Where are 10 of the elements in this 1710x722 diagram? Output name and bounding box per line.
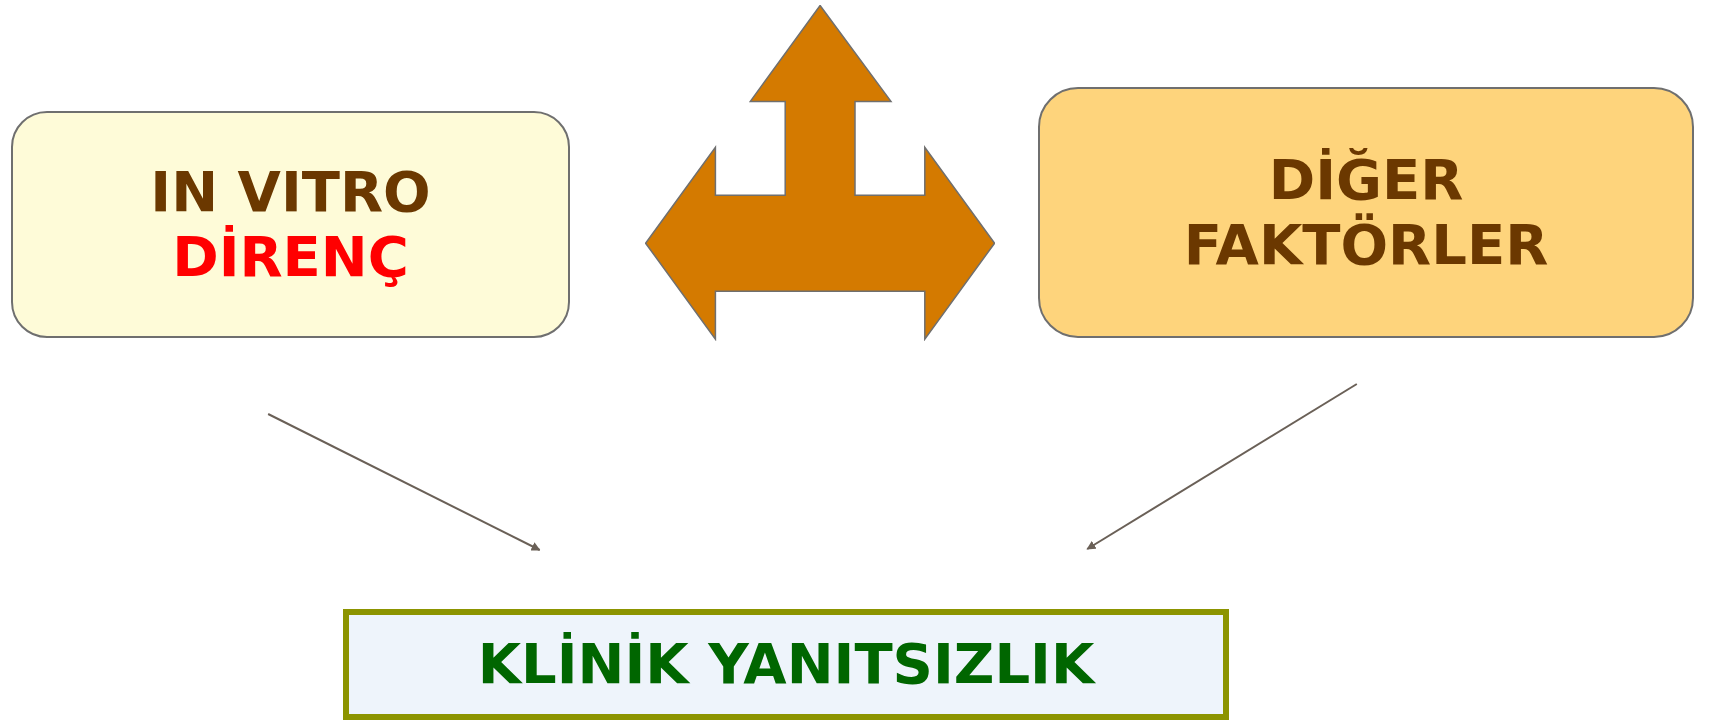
three-way-arrow: [645, 5, 995, 341]
process-box: [11, 111, 570, 338]
result-box: [343, 609, 1229, 720]
box-label: IN VITRO: [150, 160, 431, 225]
box-label: KLİNİK YANITSIZLIK: [477, 632, 1095, 697]
box-label: DİĞER FAKTÖRLER: [1183, 148, 1549, 277]
process-box: [1038, 87, 1694, 338]
arrow: [1086, 383, 1358, 550]
box-label: DİRENÇ: [172, 224, 409, 289]
arrow: [267, 413, 541, 551]
